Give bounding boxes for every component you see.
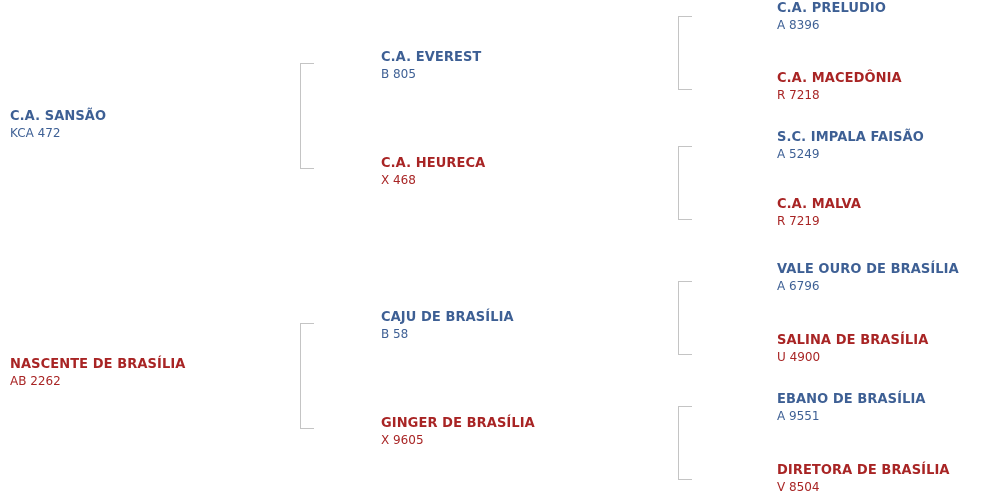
pedigree-sire-dam[interactable]: C.A. HEURECA X 468 xyxy=(381,155,485,189)
animal-name[interactable]: CAJU DE BRASÍLIA xyxy=(381,310,514,325)
connector-dam-sire-branch xyxy=(678,281,692,355)
registration-number: A 5249 xyxy=(777,147,820,161)
registration-number: R 7218 xyxy=(777,88,820,102)
animal-name[interactable]: NASCENTE DE BRASÍLIA xyxy=(10,357,186,372)
pedigree-sire-sire[interactable]: C.A. EVEREST B 805 xyxy=(381,49,481,83)
animal-name[interactable]: C.A. MALVA xyxy=(777,197,861,212)
pedigree-dam-dam-dam[interactable]: DIRETORA DE BRASÍLIA V 8504 xyxy=(777,462,950,496)
connector-sire-sire-branch xyxy=(678,16,692,90)
animal-name[interactable]: C.A. MACEDÔNIA xyxy=(777,71,902,86)
registration-number: U 4900 xyxy=(777,350,821,364)
connector-sire-dam-branch xyxy=(678,146,692,220)
pedigree-dam[interactable]: NASCENTE DE BRASÍLIA AB 2262 xyxy=(10,356,185,390)
pedigree-dam-dam[interactable]: GINGER DE BRASÍLIA X 9605 xyxy=(381,415,535,449)
pedigree-sire-dam-dam[interactable]: C.A. MALVA R 7219 xyxy=(777,196,861,230)
animal-name[interactable]: VALE OURO DE BRASÍLIA xyxy=(777,262,959,277)
pedigree-sire-sire-sire[interactable]: C.A. PRELUDIO A 8396 xyxy=(777,0,886,34)
registration-number: KCA 472 xyxy=(10,126,61,140)
pedigree-dam-sire[interactable]: CAJU DE BRASÍLIA B 58 xyxy=(381,309,514,343)
animal-name[interactable]: C.A. HEURECA xyxy=(381,156,486,171)
pedigree-sire-sire-dam[interactable]: C.A. MACEDÔNIA R 7218 xyxy=(777,70,902,104)
registration-number: B 58 xyxy=(381,327,409,341)
registration-number: A 9551 xyxy=(777,409,820,423)
pedigree-sire[interactable]: C.A. SANSÃO KCA 472 xyxy=(10,108,106,142)
registration-number: R 7219 xyxy=(777,214,820,228)
pedigree-dam-dam-sire[interactable]: EBANO DE BRASÍLIA A 9551 xyxy=(777,391,926,425)
animal-name[interactable]: SALINA DE BRASÍLIA xyxy=(777,333,929,348)
pedigree-dam-sire-sire[interactable]: VALE OURO DE BRASÍLIA A 6796 xyxy=(777,261,959,295)
registration-number: B 805 xyxy=(381,67,416,81)
registration-number: AB 2262 xyxy=(10,374,61,388)
connector-dam-branch xyxy=(300,323,314,429)
animal-name[interactable]: C.A. SANSÃO xyxy=(10,109,107,124)
pedigree-dam-sire-dam[interactable]: SALINA DE BRASÍLIA U 4900 xyxy=(777,332,928,366)
animal-name[interactable]: EBANO DE BRASÍLIA xyxy=(777,392,926,407)
pedigree-sire-dam-sire[interactable]: S.C. IMPALA FAISÃO A 5249 xyxy=(777,129,924,163)
registration-number: X 468 xyxy=(381,173,416,187)
registration-number: V 8504 xyxy=(777,480,820,494)
registration-number: X 9605 xyxy=(381,433,424,447)
registration-number: A 6796 xyxy=(777,279,820,293)
connector-sire-branch xyxy=(300,63,314,169)
registration-number: A 8396 xyxy=(777,18,820,32)
animal-name[interactable]: S.C. IMPALA FAISÃO xyxy=(777,130,924,145)
connector-dam-dam-branch xyxy=(678,406,692,480)
animal-name[interactable]: GINGER DE BRASÍLIA xyxy=(381,416,535,431)
animal-name[interactable]: C.A. EVEREST xyxy=(381,50,482,65)
animal-name[interactable]: DIRETORA DE BRASÍLIA xyxy=(777,463,950,478)
animal-name[interactable]: C.A. PRELUDIO xyxy=(777,1,887,16)
